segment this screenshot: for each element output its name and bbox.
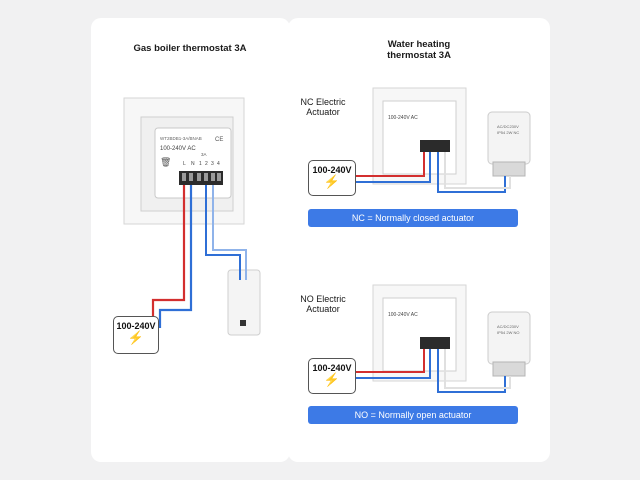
power-source-label: 100-240V [116, 321, 156, 331]
nc-terminal-block [420, 140, 450, 152]
neutral-wire [158, 185, 193, 328]
thermostat-model: WT2BDB1-3A/BNAB [160, 136, 202, 141]
terminal-labels: L N 1 2 3 4 [183, 161, 220, 167]
ce-mark-icon: CE [215, 137, 223, 143]
nc-live-wire [356, 152, 425, 177]
lightning-bolt-icon: ⚡ [323, 372, 341, 387]
terminal-screws [182, 173, 221, 181]
water-heating-title: Water heating thermostat 3A [387, 39, 451, 61]
no-thermostat-module [382, 297, 457, 372]
no-actuator-wire-2 [444, 349, 511, 389]
no-thermostat-voltage: 100-240V AC [388, 312, 418, 318]
boiler-wire-1 [205, 185, 241, 280]
svg-text:N: N [191, 161, 195, 167]
gas-boiler-title: Gas boiler thermostat 3A [133, 43, 247, 54]
nc-neutral-wire [356, 152, 431, 183]
no-banner: NO = Normally open actuator [308, 406, 518, 424]
no-terminal-block [420, 337, 450, 349]
no-actuator-label: NO Electric Actuator [300, 294, 346, 314]
lightning-bolt-icon: ⚡ [127, 330, 145, 345]
live-wire [151, 185, 186, 328]
lightning-bolt-icon: ⚡ [323, 174, 341, 189]
thermostat-voltage: 100-240V AC [160, 146, 196, 152]
no-actuator-body [487, 311, 531, 365]
no-actuator-base [492, 361, 526, 377]
no-neutral-wire [356, 349, 431, 379]
svg-text:L: L [183, 161, 186, 167]
power-source-left: 100-240V ⚡ [113, 316, 159, 354]
gas-boiler-unit [227, 269, 261, 336]
thermostat-rating: 3A [201, 152, 207, 157]
nc-thermostat-voltage: 100-240V AC [388, 115, 418, 121]
svg-text:1: 1 [199, 161, 202, 167]
nc-actuator-wire-2 [444, 152, 511, 189]
svg-text:4: 4 [217, 161, 220, 167]
no-live-wire [356, 349, 425, 373]
nc-thermostat-module [382, 100, 457, 175]
power-source-no: 100-240V ⚡ [308, 358, 356, 394]
nc-actuator-wire-1 [437, 152, 506, 193]
svg-text:2: 2 [205, 161, 208, 167]
svg-text:3: 3 [211, 161, 214, 167]
boiler-terminal [240, 320, 246, 326]
boiler-wire-2 [212, 185, 247, 280]
no-actuator-wire-1 [437, 349, 506, 393]
power-source-nc: 100-240V ⚡ [308, 160, 356, 196]
nc-banner: NC = Normally closed actuator [308, 209, 518, 227]
crossed-bin-icon: 🗑 [160, 157, 171, 168]
nc-actuator-label: NC Electric Actuator [300, 97, 346, 117]
